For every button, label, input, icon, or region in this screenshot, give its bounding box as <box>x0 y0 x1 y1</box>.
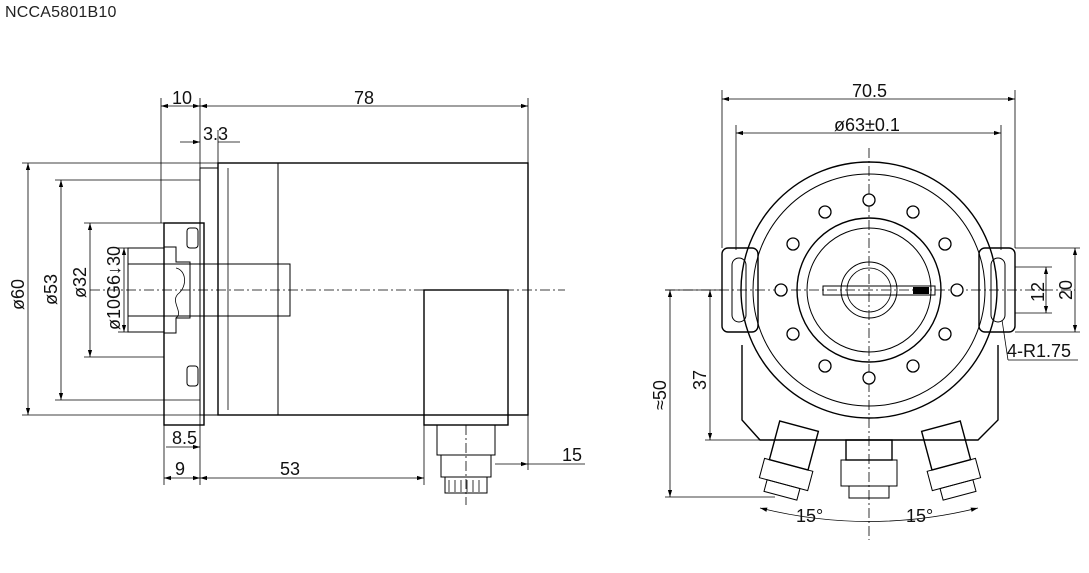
hub-inner <box>806 227 932 353</box>
drawing-title: NCCA5801B10 <box>5 4 117 21</box>
dim-dia-32: ø32 <box>70 267 90 298</box>
side-view: 10 78 3.3 ø60 ø53 ø32 ø10G6↓30 8.5 9 <box>8 88 585 505</box>
right-slot <box>990 257 1006 323</box>
left-slot <box>731 257 747 323</box>
dim-pcd: ø63±0.1 <box>834 115 900 135</box>
flange-screw-bottom <box>186 365 199 387</box>
dim-shaft: ø10G6↓30 <box>104 246 124 330</box>
dim-height-37: 37 <box>690 370 710 390</box>
flange-outline <box>163 222 205 426</box>
dim-offset-9: 9 <box>175 459 185 479</box>
dim-height-50: ≈50 <box>650 380 670 410</box>
dim-flange-width: 10 <box>172 88 192 108</box>
dim-flange-thickness: 3.3 <box>203 124 228 144</box>
pcd-holes <box>774 193 964 385</box>
dim-angle-right: 15° <box>906 506 933 526</box>
dim-dia-53: ø53 <box>41 274 61 305</box>
flange-screw-top <box>186 227 199 249</box>
dim-slot-20: 20 <box>1056 280 1076 300</box>
shaft-bore-front <box>840 261 898 319</box>
clamp-detail <box>175 267 185 319</box>
clamp-ring <box>164 246 191 334</box>
dim-width: 70.5 <box>852 81 887 101</box>
outer-circle <box>740 161 998 419</box>
clamp-screw <box>822 285 936 296</box>
dim-connector-15: 15 <box>562 445 582 465</box>
dim-body-length: 78 <box>354 88 374 108</box>
front-view: 70.5 ø63±0.1 12 20 4-R1.75 ≈50 37 15° 15… <box>650 81 1080 540</box>
dim-dia-60: ø60 <box>8 279 28 310</box>
outer-circle-inner <box>752 173 986 407</box>
hub-circle <box>796 217 942 363</box>
connector-housing <box>423 289 509 426</box>
shaft-bore <box>127 247 165 333</box>
right-slot-tab <box>978 247 1016 333</box>
front-body-lower <box>741 345 999 441</box>
dim-len-53: 53 <box>280 459 300 479</box>
dim-slot-radius: 4-R1.75 <box>1007 341 1071 361</box>
dim-slot-12: 12 <box>1028 282 1048 302</box>
dim-angle-left: 15° <box>796 506 823 526</box>
front-connectors <box>758 420 982 501</box>
flange-plate <box>199 167 219 416</box>
dim-offset-85: 8.5 <box>172 428 197 448</box>
encoder-body <box>217 162 529 416</box>
